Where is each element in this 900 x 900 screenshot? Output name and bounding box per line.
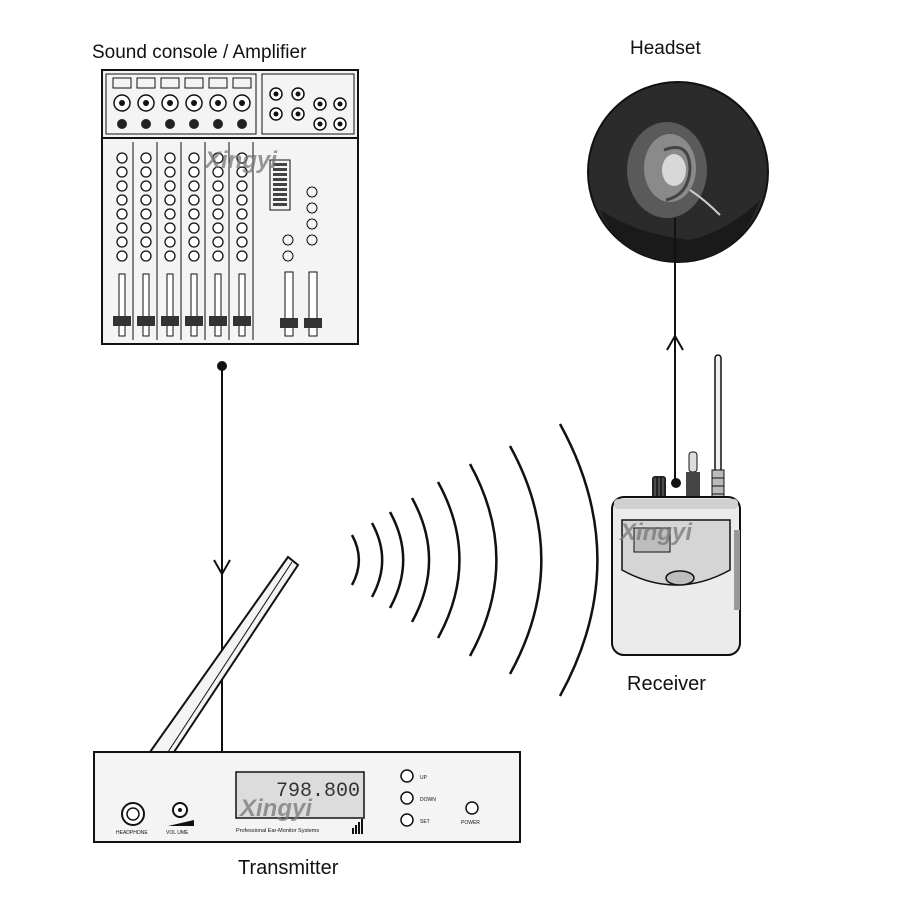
receiver-volume-knob — [652, 476, 666, 498]
receiver-button — [665, 570, 695, 586]
console-master-section — [269, 159, 322, 337]
receiver-lcd — [633, 527, 671, 553]
console-to-transmitter-link — [213, 361, 231, 773]
receiver-headphone-plug — [686, 451, 700, 498]
console-channel-strips — [113, 142, 254, 340]
lcd-frequency: 798.800 — [276, 780, 360, 803]
arrow-up-icon — [666, 333, 684, 351]
console-input-jacks — [112, 77, 347, 131]
transmitter: HEADPHONE VOL UME 798.800 Xingyi Profess… — [93, 555, 521, 879]
radio-wave-icon — [350, 423, 599, 697]
headphone-label: HEADPHONE — [116, 830, 148, 836]
power-button[interactable] — [465, 801, 479, 815]
volume-knob — [168, 802, 194, 826]
console-label: Sound console / Amplifier — [92, 42, 307, 63]
lcd-display — [235, 771, 365, 819]
receiver-label: Receiver — [627, 673, 706, 695]
up-label: UP — [420, 775, 428, 781]
headset: Headset — [587, 38, 769, 263]
arrow-down-icon — [213, 559, 231, 577]
console-body — [101, 69, 359, 345]
up-button[interactable] — [400, 769, 414, 783]
headset-label: Headset — [630, 38, 701, 59]
watermark-receiver: Xingyi — [618, 519, 693, 546]
volume-label: VOL UME — [166, 830, 189, 836]
signal-bars-icon — [352, 819, 363, 834]
set-button[interactable] — [400, 813, 414, 827]
receiver: Xingyi Receiver — [611, 354, 741, 695]
down-button[interactable] — [400, 791, 414, 805]
watermark-console: Xingyi — [203, 147, 278, 174]
transmitter-antenna — [148, 555, 300, 753]
transmitter-label: Transmitter — [238, 857, 339, 879]
receiver-antenna — [711, 354, 725, 501]
system-caption: Professional Ear-Monitor Systems — [236, 828, 319, 834]
set-label: SET — [420, 819, 430, 825]
receiver-to-headset-link — [666, 218, 684, 486]
headphone-jack — [121, 802, 145, 826]
power-label: POWER — [461, 820, 480, 826]
watermark-transmitter: Xingyi — [238, 795, 313, 822]
sound-console: Sound console / Amplifier Xingyi — [92, 42, 359, 345]
down-label: DOWN — [420, 797, 436, 803]
